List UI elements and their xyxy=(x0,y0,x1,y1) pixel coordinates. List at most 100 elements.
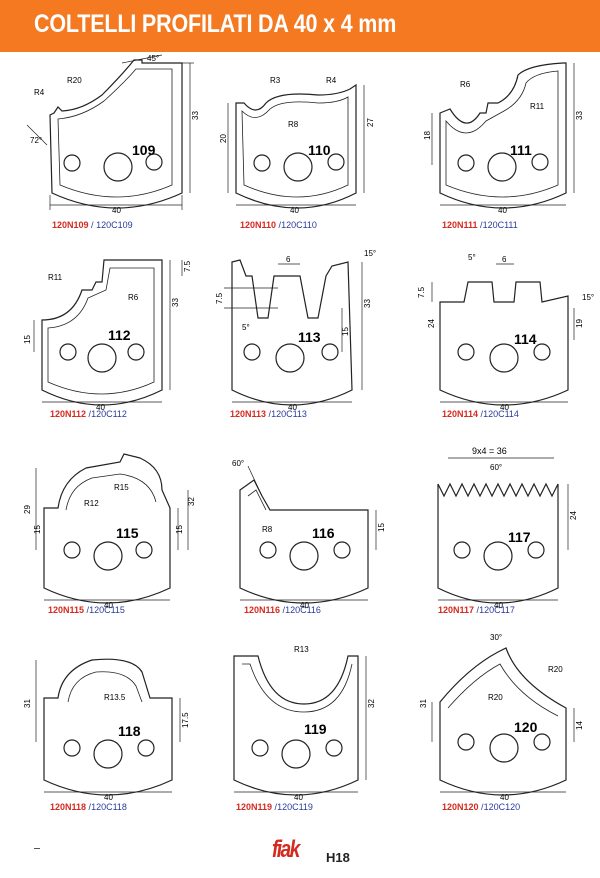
angle-label: 30° xyxy=(490,633,502,642)
height-label: 19 xyxy=(575,319,584,328)
radius-label: R3 xyxy=(270,76,281,85)
page-number: H18 xyxy=(326,850,350,865)
height-label: 33 xyxy=(363,299,372,308)
footer-mark xyxy=(34,848,40,849)
radius-label: R20 xyxy=(488,693,503,702)
knife-code: 120N116 /120C116 xyxy=(244,605,321,615)
width-label: 40 xyxy=(300,601,309,610)
knife-code: 120N110 /120C110 xyxy=(240,220,317,230)
knife-111: 111 40 R6 R11 18 33 120N111 /120C111 xyxy=(418,55,598,255)
knife-code: 120N118 /120C118 xyxy=(50,802,127,812)
knife-119: 119 40 R13 32 120N119 /120C119 xyxy=(218,642,398,842)
slot-label: 6 xyxy=(502,255,507,264)
angle-label: 45° xyxy=(147,54,159,63)
radius-label: R4 xyxy=(34,88,45,97)
knife-number: 110 xyxy=(308,142,331,158)
height-label: 24 xyxy=(427,319,436,328)
radius-label: R15 xyxy=(114,483,129,492)
knife-number: 118 xyxy=(118,723,141,739)
angle-label: 72° xyxy=(30,136,42,145)
height-label: 31 xyxy=(23,699,32,708)
height-label: 24 xyxy=(569,511,578,520)
height-label: 33 xyxy=(171,298,180,307)
width-label: 40 xyxy=(104,601,113,610)
angle-label: 5° xyxy=(468,253,476,262)
radius-label: R11 xyxy=(48,273,63,282)
height-label: 31 xyxy=(419,699,428,708)
knife-119-drawing: 119 40 R13 32 xyxy=(233,645,376,802)
knife-109-drawing: 109 40 R4 R20 45° 72° 33 xyxy=(26,54,200,215)
radius-label: R12 xyxy=(84,499,99,508)
radius-label: R8 xyxy=(288,120,299,129)
angle-label: 15° xyxy=(582,293,594,302)
knife-number: 113 xyxy=(298,329,321,345)
knife-117-drawing: 117 40 9x4 = 36 60° 24 xyxy=(437,446,578,610)
knife-code: 120N120 /120C120 xyxy=(442,802,521,812)
knife-115-drawing: 115 40 R15 R12 29 15 15 32 xyxy=(23,453,196,610)
knife-109: 109 40 R4 R20 45° 72° 33 120N109 / 120C1… xyxy=(22,54,202,255)
width-label: 40 xyxy=(290,206,299,215)
knife-code: 120N113 /120C113 xyxy=(230,409,307,419)
height-label: 33 xyxy=(191,111,200,120)
knife-number: 116 xyxy=(312,525,335,541)
knife-code: 120N111 /120C111 xyxy=(442,220,518,230)
height-label: 15 xyxy=(175,525,184,534)
knife-114-drawing: 114 40 5° 6 7.5 15° 24 19 xyxy=(417,253,594,412)
pitch-label: 9x4 = 36 xyxy=(472,446,507,456)
knife-114: 114 40 5° 6 7.5 15° 24 19 120N114 /120C1… xyxy=(417,252,598,452)
knife-111-drawing: 111 40 R6 R11 18 33 xyxy=(423,62,584,215)
angle-label: 5° xyxy=(242,323,250,332)
knife-120: 120 40 30° R20 R20 31 14 120N120 /120C12… xyxy=(418,633,598,842)
width-label: 40 xyxy=(498,206,507,215)
slot-label: 6 xyxy=(286,255,291,264)
radius-label: R6 xyxy=(460,80,471,89)
knife-118: 118 40 R13.5 31 17.5 120N118 /120C118 xyxy=(22,642,202,842)
knife-118-drawing: 118 40 R13.5 31 17.5 xyxy=(23,658,190,802)
radius-label: R20 xyxy=(548,665,563,674)
knife-116: 116 40 60° R8 15 120N116 /120C116 xyxy=(218,450,398,650)
width-label: 40 xyxy=(104,793,113,802)
height-label: 32 xyxy=(367,699,376,708)
height-label: 29 xyxy=(23,505,32,514)
step-label: 7.5 xyxy=(417,286,426,298)
knife-110: 110 40 R3 R4 R8 20 27 120N110 /120C110 xyxy=(218,55,398,255)
height-label: 18 xyxy=(423,131,432,140)
radius-label: R4 xyxy=(326,76,337,85)
knife-number: 109 xyxy=(132,142,156,158)
knife-120-drawing: 120 40 30° R20 R20 31 14 xyxy=(419,633,584,802)
knife-code: 120N114 /120C114 xyxy=(442,409,519,419)
height-label: 14 xyxy=(575,721,584,730)
knife-code: 120N119 /120C119 xyxy=(236,802,313,812)
knife-code: 120N117 /120C117 xyxy=(438,605,515,615)
radius-label: R6 xyxy=(128,293,139,302)
radius-label: R8 xyxy=(262,525,273,534)
width-label: 40 xyxy=(112,206,121,215)
radius-label: R13 xyxy=(294,645,309,654)
height-label: 15 xyxy=(23,335,32,344)
width-label: 40 xyxy=(494,601,503,610)
knife-117: 117 40 9x4 = 36 60° 24 120N117 /120C117 xyxy=(418,446,598,650)
radius-label: R13.5 xyxy=(104,693,126,702)
height-label: 17.5 xyxy=(181,712,190,728)
title-banner: COLTELLI PROFILATI DA 40 x 4 mm xyxy=(0,0,600,52)
knife-113: 113 40 6 15° 7.5 5° 15 33 120N113 /120C1… xyxy=(215,249,398,452)
logo-wordmark: fiak xyxy=(272,836,300,863)
knife-112-drawing: 112 40 R11 R6 7.5 33 15 xyxy=(23,259,192,412)
knife-code: 120N115 /120C115 xyxy=(48,605,125,615)
angle-label: 60° xyxy=(490,463,502,472)
height-label: 15 xyxy=(341,327,350,336)
width-label: 40 xyxy=(294,793,303,802)
knife-code: 120N109 / 120C109 xyxy=(52,220,133,230)
height-label: 20 xyxy=(219,134,228,143)
width-label: 40 xyxy=(500,793,509,802)
radius-label: R20 xyxy=(67,76,82,85)
angle-label: 15° xyxy=(364,249,376,258)
knife-number: 112 xyxy=(108,327,131,343)
knife-116-drawing: 116 40 60° R8 15 xyxy=(232,459,386,610)
radius-label: R11 xyxy=(530,102,545,111)
step-label: 7.5 xyxy=(215,292,224,304)
height-label: 27 xyxy=(366,118,375,127)
knife-number: 114 xyxy=(514,331,537,347)
knife-110-drawing: 110 40 R3 R4 R8 20 27 xyxy=(219,76,375,215)
knife-number: 115 xyxy=(116,525,139,541)
